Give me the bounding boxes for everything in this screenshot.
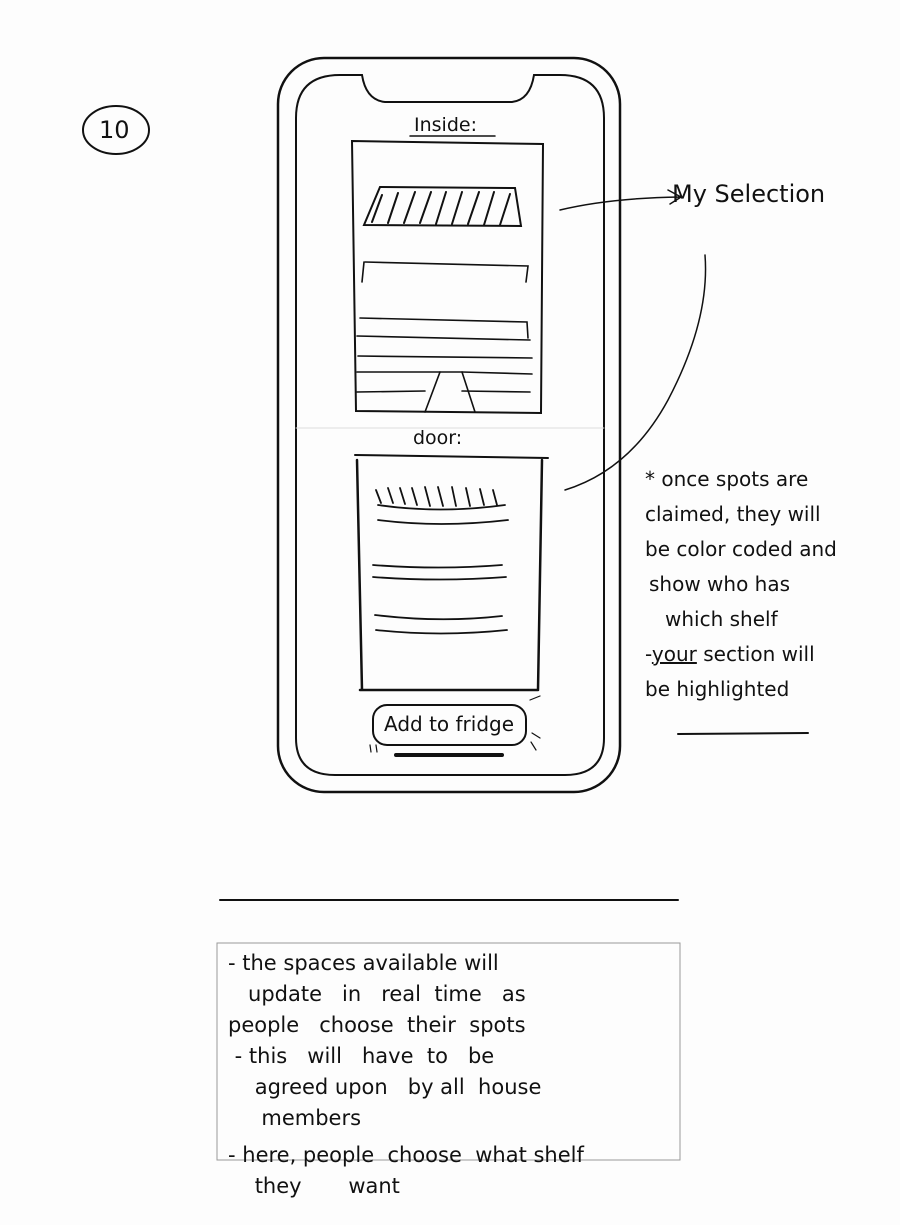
add-to-fridge-button[interactable]: Add to fridge [384,712,515,736]
note-line: be color coded and [645,537,837,561]
note-line: members [228,1106,362,1130]
page-number-circle [82,105,150,155]
note-line: * once spots are [645,467,809,491]
highlighted-underline [677,732,809,735]
door-shelves [372,519,509,635]
note-section: section will [696,642,815,666]
note-line: people choose their spots [228,1013,526,1037]
add-to-fridge-button-outline [372,704,527,746]
phone-inner-screen [295,74,605,776]
note-line: - here, people choose what shelf [228,1143,584,1167]
realtime-notes: - the spaces available will update in re… [228,948,668,1202]
door-selected-shelf [375,486,506,511]
note-line: be highlighted [645,672,837,707]
door-label: door: [413,427,463,449]
door-selection-arrow [564,254,707,491]
my-selection-arrow [559,189,683,211]
note-line: update in real time as [228,982,526,1006]
color-coding-note: * once spots are claimed, they will be c… [645,462,837,707]
note-line: claimed, they will [645,502,821,526]
note-line: - the spaces available will [228,951,499,975]
note-line: which shelf [665,607,778,631]
inside-shelves [356,261,533,413]
note-line: agreed upon by all house [228,1075,542,1099]
inside-label: Inside: [414,114,477,136]
note-line: they want [228,1174,400,1198]
my-selection-label: My Selection [672,180,826,208]
door-divider [354,454,549,459]
note-your: your [651,642,697,666]
note-be: be [645,677,677,701]
phone-outer-frame [276,56,622,794]
note-line: show who has [649,572,791,596]
note-dash: - [645,642,652,666]
page-number: 10 [99,116,130,144]
note-highlighted: highlighted [676,677,790,701]
note-line: -your section will [645,637,837,672]
my-selected-shelf [362,185,523,228]
inside-shelf-box [350,139,545,415]
note-line: - this will have to be [228,1044,495,1068]
notes-box [216,942,681,1161]
door-shelf-box [355,458,544,692]
